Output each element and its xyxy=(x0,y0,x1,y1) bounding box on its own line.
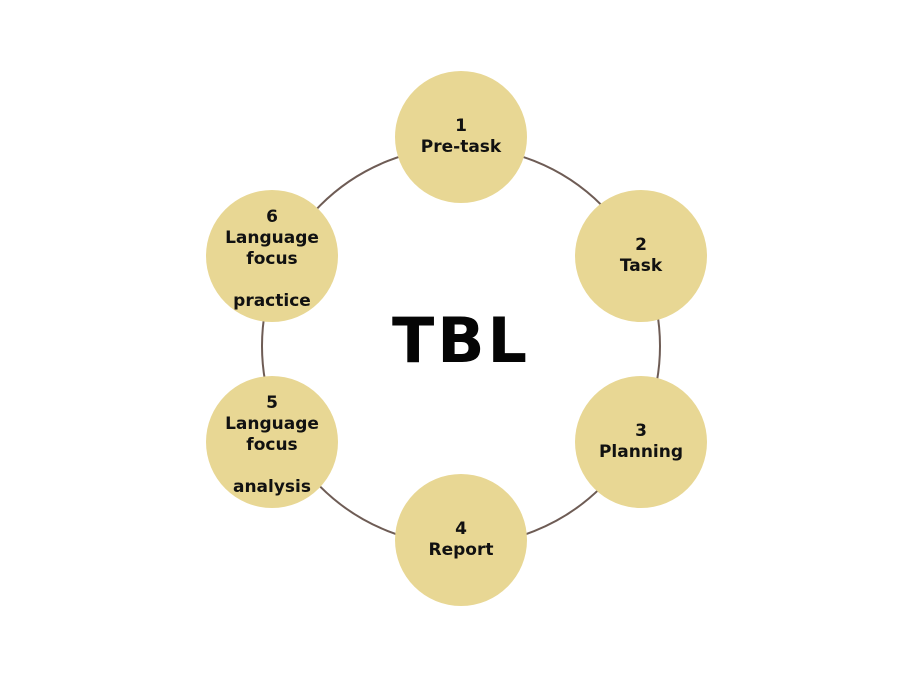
stage-node-5: 5 Language focus analysis xyxy=(206,376,338,508)
stage-number: 6 xyxy=(266,206,278,227)
stage-sublabel: analysis xyxy=(232,476,311,497)
stage-spacer xyxy=(225,270,319,291)
stage-label: Pre-task xyxy=(420,137,502,157)
stage-label: Task xyxy=(619,256,663,276)
stage-text: 5 Language focus analysis xyxy=(225,393,319,498)
stage-label: Planning xyxy=(598,442,684,462)
stage-label-line-1: Language xyxy=(225,413,319,434)
stage-sublabel: practice xyxy=(233,290,311,311)
stage-spacer xyxy=(225,456,319,477)
stage-number: 5 xyxy=(266,392,278,413)
stage-label: Report xyxy=(428,540,494,560)
stage-label-line-2: focus xyxy=(246,248,298,269)
center-title: TBL xyxy=(391,303,531,377)
stage-number: 1 xyxy=(455,116,467,136)
stage-label-line-2: focus xyxy=(246,434,298,455)
stage-node-4: 4 Report xyxy=(395,474,527,606)
stage-number: 2 xyxy=(635,235,647,255)
stage-label-line-1: Language xyxy=(225,227,319,248)
stage-node-2: 2 Task xyxy=(575,190,707,322)
stage-number: 4 xyxy=(455,519,467,539)
stage-number: 3 xyxy=(635,421,647,441)
stage-text: 6 Language focus practice xyxy=(225,207,319,312)
stage-node-3: 3 Planning xyxy=(575,376,707,508)
stage-node-1: 1 Pre-task xyxy=(395,71,527,203)
stage-node-6: 6 Language focus practice xyxy=(206,190,338,322)
